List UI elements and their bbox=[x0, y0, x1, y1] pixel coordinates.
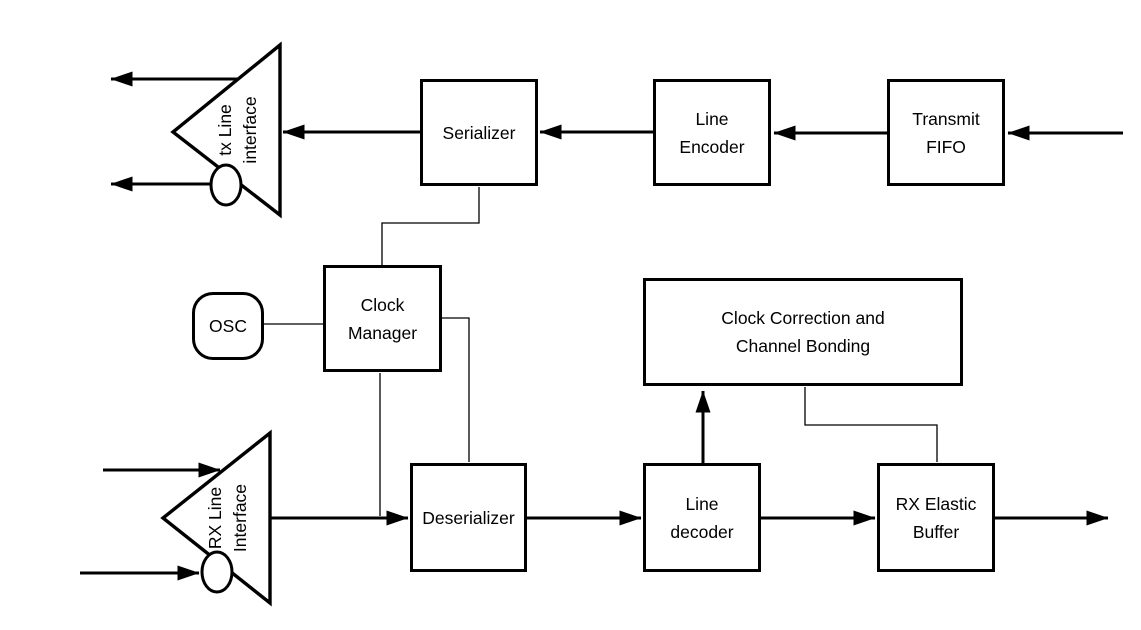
rx-line-interface-label: RX Line Interface bbox=[204, 483, 250, 553]
osc-block: OSC bbox=[192, 292, 264, 360]
tx-line-interface-label: tx Line interface bbox=[214, 96, 260, 164]
clock-correction-label: Clock Correction and Channel Bonding bbox=[721, 308, 885, 356]
rx-inversion-bubble-icon bbox=[200, 550, 234, 594]
serializer-block: Serializer bbox=[420, 79, 538, 186]
tx-inversion-bubble-icon bbox=[209, 163, 243, 207]
osc-label: OSC bbox=[209, 316, 247, 336]
connector-serializer-to-clock-manager bbox=[381, 187, 480, 265]
rx-elastic-buffer-block: RX Elastic Buffer bbox=[877, 463, 995, 572]
clock-correction-block: Clock Correction and Channel Bonding bbox=[643, 278, 963, 386]
deserializer-block: Deserializer bbox=[410, 463, 527, 572]
line-decoder-label: Line decoder bbox=[670, 493, 734, 542]
serializer-label: Serializer bbox=[442, 122, 516, 143]
transmit-fifo-block: Transmit FIFO bbox=[887, 79, 1005, 186]
clock-manager-label: Clock Manager bbox=[347, 294, 418, 343]
connector-clock-manager-to-deserializer-top bbox=[441, 317, 470, 462]
rx-elastic-buffer-label: RX Elastic Buffer bbox=[895, 493, 977, 542]
line-encoder-block: Line Encoder bbox=[653, 79, 771, 186]
connector-clock-correction-to-rx-elastic-buffer bbox=[804, 387, 938, 462]
line-encoder-label: Line Encoder bbox=[679, 108, 745, 157]
deserializer-label: Deserializer bbox=[422, 507, 515, 528]
clock-manager-block: Clock Manager bbox=[323, 265, 442, 372]
line-decoder-block: Line decoder bbox=[643, 463, 761, 572]
transmit-fifo-label: Transmit FIFO bbox=[912, 108, 980, 157]
